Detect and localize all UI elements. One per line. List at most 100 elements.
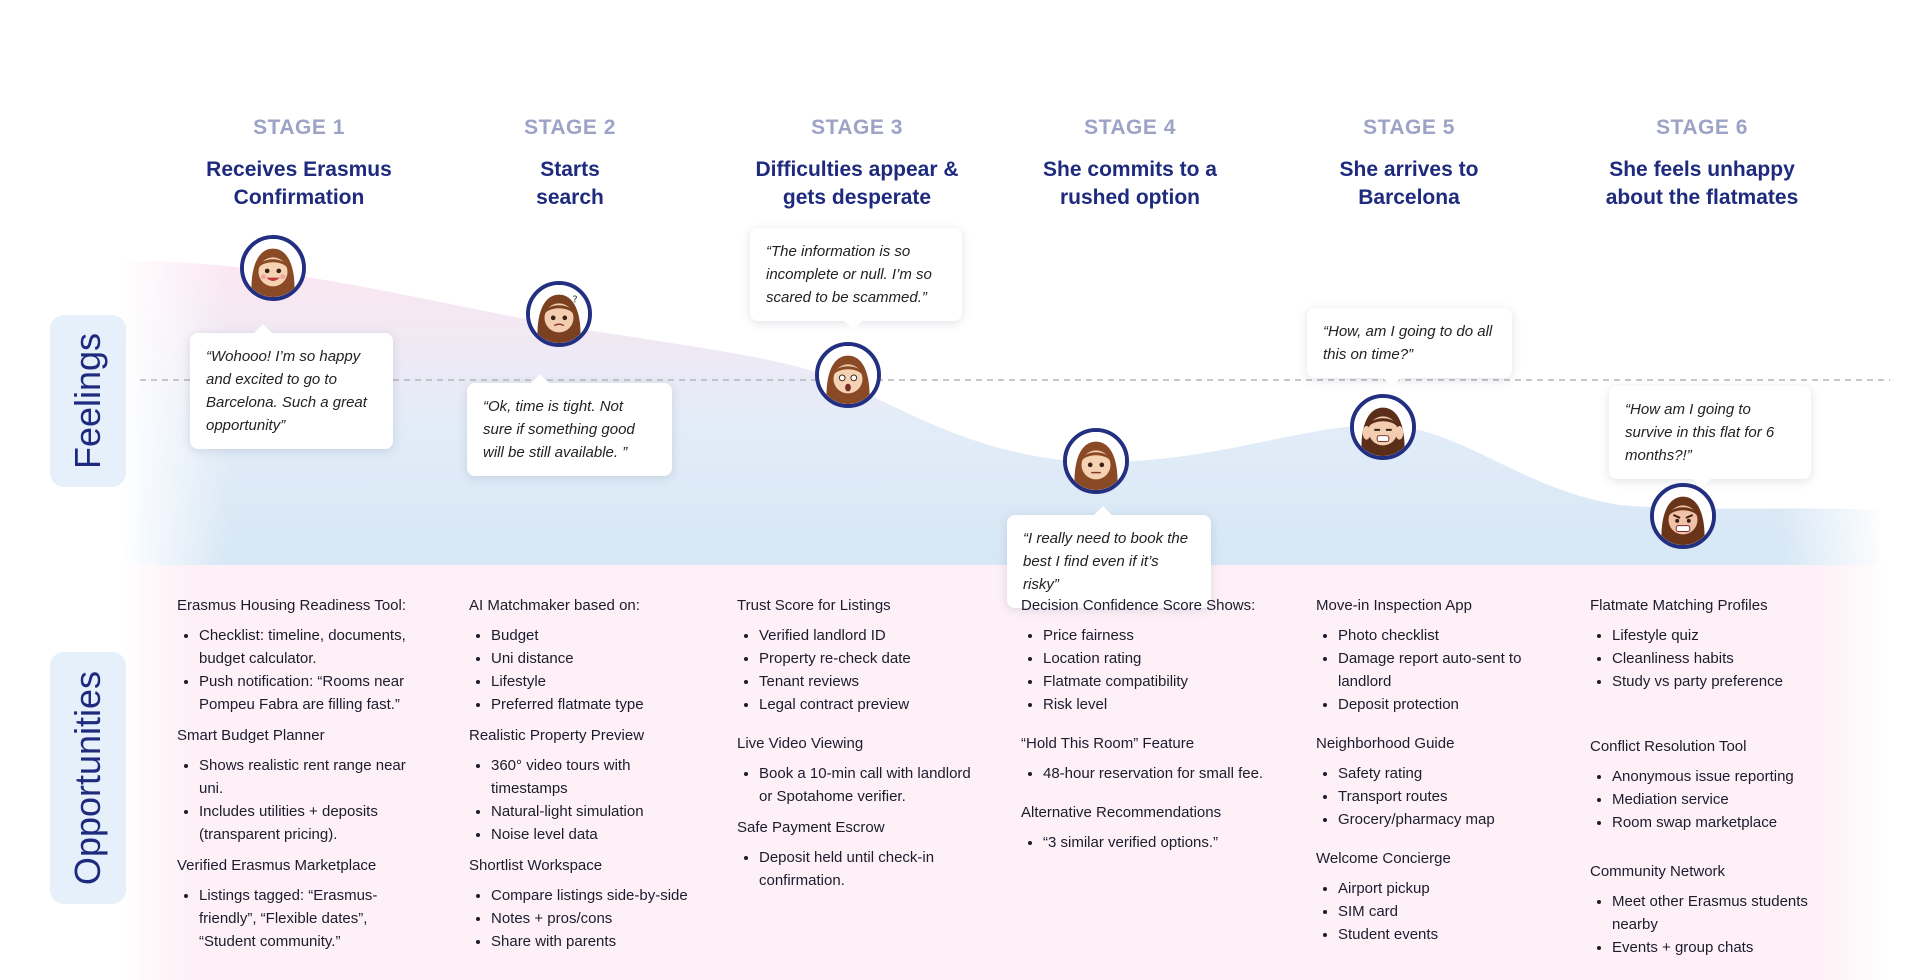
opportunities-stage-2: AI Matchmaker based on: BudgetUni distanc… <box>469 594 709 961</box>
opportunity-item: Tenant reviews <box>759 670 982 693</box>
opportunities-stage-3: Trust Score for ListingsVerified landlor… <box>737 594 982 900</box>
opportunity-item: Budget <box>491 624 709 647</box>
opportunity-title: Smart Budget Planner <box>177 724 422 747</box>
opportunity-item: Property re-check date <box>759 647 982 670</box>
stage-5-title: She arrives to Barcelona <box>1279 156 1539 212</box>
opportunity-item: Anonymous issue reporting <box>1612 765 1820 788</box>
quote-stage-1-text: “Wohooo! I’m so happy and excited to go … <box>206 348 367 434</box>
opportunity-item: Push notification: “Rooms near Pompeu Fa… <box>199 670 422 716</box>
stage-3-header: STAGE 3 Difficulties appear & gets despe… <box>727 116 987 212</box>
opportunities-stage-6: Flatmate Matching ProfilesLifestyle quiz… <box>1590 594 1820 967</box>
opportunity-title: Neighborhood Guide <box>1316 732 1546 755</box>
opportunity-title: Live Video Viewing <box>737 732 982 755</box>
opportunity-item: SIM card <box>1338 900 1546 923</box>
opportunity-item: Airport pickup <box>1338 877 1546 900</box>
opportunities-stage-5: Move-in Inspection AppPhoto checklistDam… <box>1316 594 1546 954</box>
feelings-label-text: Feelings <box>67 333 109 469</box>
opportunity-item: Share with parents <box>491 930 709 953</box>
avatar-stage-6 <box>1650 483 1716 549</box>
opportunity-title: Move-in Inspection App <box>1316 594 1546 617</box>
opportunity-title: Shortlist Workspace <box>469 854 709 877</box>
stage-3-label: STAGE 3 <box>727 116 987 140</box>
opportunity-list: Photo checklistDamage report auto-sent t… <box>1316 624 1546 716</box>
opportunity-list: Anonymous issue reportingMediation servi… <box>1590 765 1820 834</box>
opportunity-list: 48-hour reservation for small fee. <box>1021 762 1266 785</box>
quote-stage-3: “The information is so incomplete or nul… <box>750 228 962 321</box>
opportunity-title: Conflict Resolution Tool <box>1590 735 1820 758</box>
opportunity-item: Price fairness <box>1043 624 1266 647</box>
stage-6-label: STAGE 6 <box>1572 116 1832 140</box>
opportunity-item: Verified landlord ID <box>759 624 982 647</box>
quote-stage-2-text: “Ok, time is tight. Not sure if somethin… <box>483 398 635 461</box>
opportunity-item: Book a 10-min call with landlord or Spot… <box>759 762 982 808</box>
opportunity-item: 48-hour reservation for small fee. <box>1043 762 1266 785</box>
stage-1-header: STAGE 1 Receives Erasmus Confirmation <box>169 116 429 212</box>
opportunity-title: Community Network <box>1590 860 1820 883</box>
opportunity-item: Includes utilities + deposits (transpare… <box>199 800 422 846</box>
opportunity-item: Transport routes <box>1338 785 1546 808</box>
opportunity-item: Events + group chats <box>1612 936 1820 959</box>
opportunity-item: Cleanliness habits <box>1612 647 1820 670</box>
opportunity-title: Alternative Recommendations <box>1021 801 1266 824</box>
opportunity-item: Student events <box>1338 923 1546 946</box>
quote-stage-2: “Ok, time is tight. Not sure if somethin… <box>467 383 672 476</box>
quote-stage-5-text: “How, am I going to do all this on time?… <box>1323 323 1492 363</box>
stage-1-label: STAGE 1 <box>169 116 429 140</box>
opportunity-item: Meet other Erasmus students nearby <box>1612 890 1820 936</box>
svg-text:?: ? <box>573 294 578 305</box>
stage-1-title: Receives Erasmus Confirmation <box>169 156 429 212</box>
opportunity-item: Deposit held until check-in confirmation… <box>759 846 982 892</box>
opportunity-item: Compare listings side-by-side <box>491 884 709 907</box>
avatar-stage-5 <box>1350 394 1416 460</box>
stage-4-title: She commits to a rushed option <box>1000 156 1260 212</box>
worried-face-icon: ? <box>530 285 588 343</box>
opportunity-item: Deposit protection <box>1338 693 1546 716</box>
opportunity-item: Photo checklist <box>1338 624 1546 647</box>
opportunity-list: BudgetUni distanceLifestylePreferred fla… <box>469 624 709 716</box>
stage-5-label: STAGE 5 <box>1279 116 1539 140</box>
quote-stage-3-text: “The information is so incomplete or nul… <box>766 243 932 306</box>
opportunity-list: 360° video tours with timestampsNatural-… <box>469 754 709 846</box>
avatar-stage-1 <box>240 235 306 301</box>
quote-stage-5: “How, am I going to do all this on time?… <box>1307 308 1512 378</box>
quote-stage-6: “How am I going to survive in this flat … <box>1609 386 1811 479</box>
stressed-face-icon <box>1354 398 1412 456</box>
opportunity-list: Meet other Erasmus students nearbyEvents… <box>1590 890 1820 959</box>
opportunity-list: Listings tagged: “Erasmus-friendly”, “Fl… <box>177 884 422 953</box>
avatar-stage-2: ? <box>526 281 592 347</box>
opportunity-title: Decision Confidence Score Shows: <box>1021 594 1266 617</box>
opportunity-title: Erasmus Housing Readiness Tool: <box>177 594 422 617</box>
avatar-stage-3 <box>815 342 881 408</box>
opportunity-title: Trust Score for Listings <box>737 594 982 617</box>
opportunity-item: Damage report auto-sent to landlord <box>1338 647 1546 693</box>
opportunity-item: Shows realistic rent range near uni. <box>199 754 422 800</box>
opportunity-item: 360° video tours with timestamps <box>491 754 709 800</box>
opportunity-title: Flatmate Matching Profiles <box>1590 594 1820 617</box>
scared-face-icon <box>819 346 877 404</box>
opportunity-item: Legal contract preview <box>759 693 982 716</box>
opportunity-list: Safety ratingTransport routesGrocery/pha… <box>1316 762 1546 831</box>
opportunity-item: Risk level <box>1043 693 1266 716</box>
avatar-stage-4 <box>1063 428 1129 494</box>
stage-2-header: STAGE 2 Starts search <box>440 116 700 212</box>
opportunity-item: Safety rating <box>1338 762 1546 785</box>
opportunity-title: Welcome Concierge <box>1316 847 1546 870</box>
opportunities-stage-1: Erasmus Housing Readiness Tool:Checklist… <box>177 594 422 961</box>
opportunity-list: “3 similar verified options.” <box>1021 831 1266 854</box>
happy-face-icon <box>244 239 302 297</box>
quote-stage-4-text: “I really need to book the best I find e… <box>1023 530 1188 593</box>
opportunity-item: Notes + pros/cons <box>491 907 709 930</box>
opportunity-item: Lifestyle quiz <box>1612 624 1820 647</box>
opportunities-row-label: Opportunities <box>50 652 126 904</box>
opportunity-item: Flatmate compatibility <box>1043 670 1266 693</box>
opportunities-stage-4: Decision Confidence Score Shows: Price fa… <box>1021 594 1266 862</box>
opportunity-item: Natural-light simulation <box>491 800 709 823</box>
opportunity-title: AI Matchmaker based on: <box>469 594 709 617</box>
stage-4-label: STAGE 4 <box>1000 116 1260 140</box>
opportunity-item: “3 similar verified options.” <box>1043 831 1266 854</box>
opportunity-item: Grocery/pharmacy map <box>1338 808 1546 831</box>
opportunity-list: Lifestyle quizCleanliness habitsStudy vs… <box>1590 624 1820 693</box>
opportunities-label-text: Opportunities <box>67 671 109 885</box>
quote-stage-6-text: “How am I going to survive in this flat … <box>1625 401 1774 464</box>
feelings-row-label: Feelings <box>50 315 126 487</box>
